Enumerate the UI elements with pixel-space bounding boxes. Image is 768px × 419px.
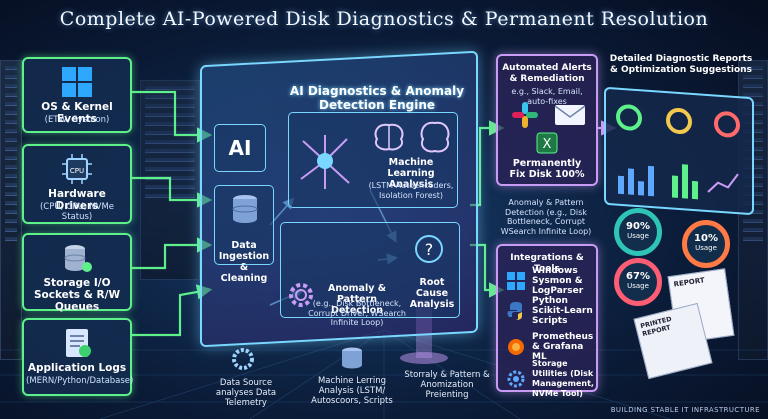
windows-icon [62, 67, 92, 97]
report-label: REPORT [673, 276, 706, 289]
cpu-chip-icon: CPU [62, 154, 92, 184]
gauge [616, 103, 642, 132]
svg-text:?: ? [425, 240, 434, 259]
database-icon [342, 347, 362, 369]
python-icon [507, 302, 522, 320]
source-sub: (MERN/Python/Database) [26, 376, 134, 386]
tool-label: Prometheus & Grafana ML [532, 332, 594, 362]
usage-dial-10: 10% Usage [682, 220, 730, 268]
usage-word: Usage [627, 282, 649, 290]
page-title: Complete AI-Powered Disk Diagnostics & P… [59, 8, 709, 30]
alerts-title: Automated Alerts & Remediation [502, 63, 592, 84]
grafana-icon [508, 339, 524, 355]
database-gear-icon [64, 245, 92, 272]
excel-fix-icon: X [536, 132, 558, 154]
anomaly-sub: (e.g., Disk Bottleneck, Corrupt Driver, … [308, 299, 406, 327]
usage-word: Usage [627, 232, 649, 240]
windows-icon [507, 272, 525, 290]
gear-cluster-icon [232, 348, 254, 370]
server-rack-left [0, 60, 22, 360]
usage-value: 90% [626, 221, 650, 232]
question-node-icon: ? [415, 235, 443, 263]
neuron-icon [300, 135, 350, 189]
integrations-title: Integrations & Tools [510, 253, 584, 274]
source-label: Hardware Drivers [48, 188, 106, 212]
ingestion-box: Data Ingestion & Cleaning [214, 185, 274, 284]
usage-dial-67: 67% Usage [614, 258, 662, 306]
usage-word: Usage [695, 244, 717, 252]
caption-ml: Machine Lerring Analysis (LSTM/ Autoscoo… [311, 376, 393, 406]
alerts-panel: Automated Alerts & Remediation e.g., Sla… [496, 54, 598, 186]
email-icon [554, 105, 586, 125]
source-label: OS & Kernel Events [41, 101, 113, 125]
tool-label: Windows Sysmon & LogParser [532, 266, 584, 296]
footer-text: BUILDING STABLE IT INFRASTRUCTURE [610, 406, 760, 414]
gauge [666, 107, 692, 135]
ingestion-label: Data Ingestion & Cleaning [218, 240, 270, 284]
source-os-kernel: OS & Kernel Events (ETW, Sysmon) [22, 57, 132, 133]
source-sub: (CPU, GPU, NVMe Status) [39, 202, 115, 222]
rootcause-label: Root Cause Analysis [409, 277, 455, 310]
usage-value: 67% [626, 271, 650, 282]
ml-title: Machine Learning Analysis [387, 157, 435, 190]
ai-badge-text: AI [228, 136, 252, 160]
gauge [714, 110, 740, 139]
usage-value: 10% [694, 233, 718, 244]
fix-label: Permanently Fix Disk 100% [509, 158, 585, 180]
anomaly-box: Anomaly & Pattern Detection (e.g., Disk … [280, 222, 460, 327]
source-sub: (ETW, Sysmon) [44, 115, 110, 125]
source-label: Storage I/O Sockets & R/W Queues [33, 277, 121, 313]
dashboard-screen [604, 86, 754, 216]
tool-label: Python Scikit-Learn Scripts [532, 296, 593, 326]
svg-text:CPU: CPU [70, 167, 84, 175]
alerts-sub: e.g., Slack, Email, auto-fixes [511, 87, 583, 106]
caption-telemetry: Data Source analyses Data Telemetry [215, 378, 277, 408]
source-label: Application Logs [27, 362, 127, 374]
ai-badge: AI [214, 124, 266, 172]
database-icon [232, 195, 258, 223]
anomaly-title: Anomaly & Pattern Detection [328, 283, 386, 316]
ml-sub: (LSTM Autoencoders, Isolation Forest) [368, 181, 454, 200]
engine-title: AI Diagnostics & Anomaly Detection Engin… [289, 84, 465, 112]
tool-row: Prometheus & Grafana ML [506, 332, 596, 362]
reports-title: Detailed Diagnostic Reports & Optimizati… [609, 54, 753, 75]
brain-icon [374, 123, 404, 151]
integrations-panel: Integrations & Tools Windows Sysmon & Lo… [496, 244, 598, 398]
brain-icon [420, 121, 450, 153]
source-app-logs: Application Logs (MERN/Python/Database) [22, 318, 134, 396]
source-storage-io: Storage I/O Sockets & R/W Queues [22, 233, 132, 313]
log-document-icon [66, 329, 91, 357]
gear-icon [289, 283, 313, 307]
tool-label: Storage Utilities (Disk Management, NVMe… [532, 359, 594, 398]
usage-dial-90: 90% Usage [614, 208, 662, 256]
tool-row: Windows Sysmon & LogParser [506, 266, 596, 296]
gear-icon [507, 370, 525, 388]
svg-text:X: X [543, 137, 552, 152]
ml-box: Machine Learning Analysis (LSTM Autoenco… [288, 112, 458, 208]
slack-icon [512, 102, 538, 128]
caption-storage: Storraly & Pattern & Anomization Preient… [404, 370, 490, 400]
tool-row: Python Scikit-Learn Scripts [506, 296, 596, 326]
source-hardware: CPU Hardware Drivers (CPU, GPU, NVMe Sta… [22, 144, 132, 224]
pattern-note: Anomaly & Pattern Detection (e.g., Disk … [500, 198, 592, 236]
tool-row: Storage Utilities (Disk Management, NVMe… [506, 359, 596, 398]
bar-sparkline [618, 164, 739, 200]
